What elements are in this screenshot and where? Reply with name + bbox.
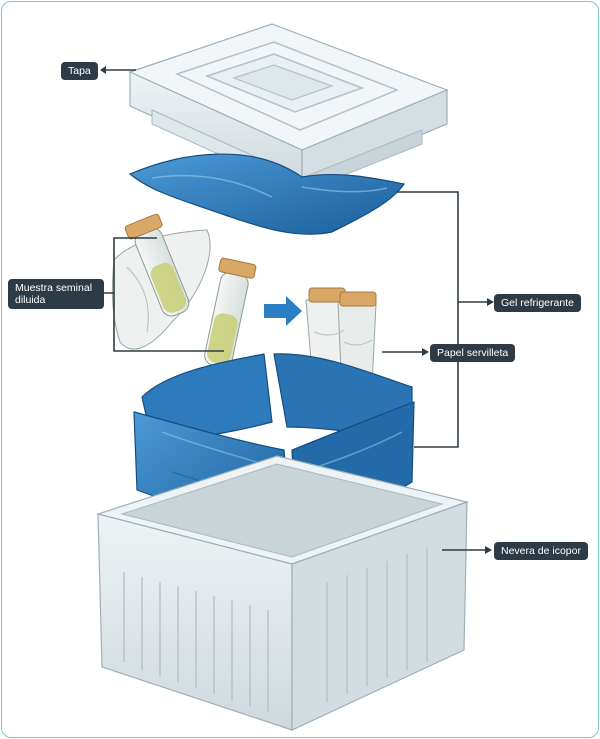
leader-arrowheads (100, 66, 494, 554)
leader-lines (90, 69, 492, 551)
lid-label: Tapa (61, 62, 98, 80)
sample-label: Muestra seminal diluida (8, 279, 104, 309)
paper-label: Papel servilleta (430, 344, 516, 362)
gel-label: Gel refrigerante (494, 294, 581, 312)
sample-tubes-illustration (111, 213, 257, 368)
cooler-box-illustration (95, 455, 470, 731)
cooler-label: Nevera de icopor (494, 542, 588, 560)
arrow-right-icon (264, 296, 302, 326)
top-gel-pack-illustration (128, 153, 406, 235)
